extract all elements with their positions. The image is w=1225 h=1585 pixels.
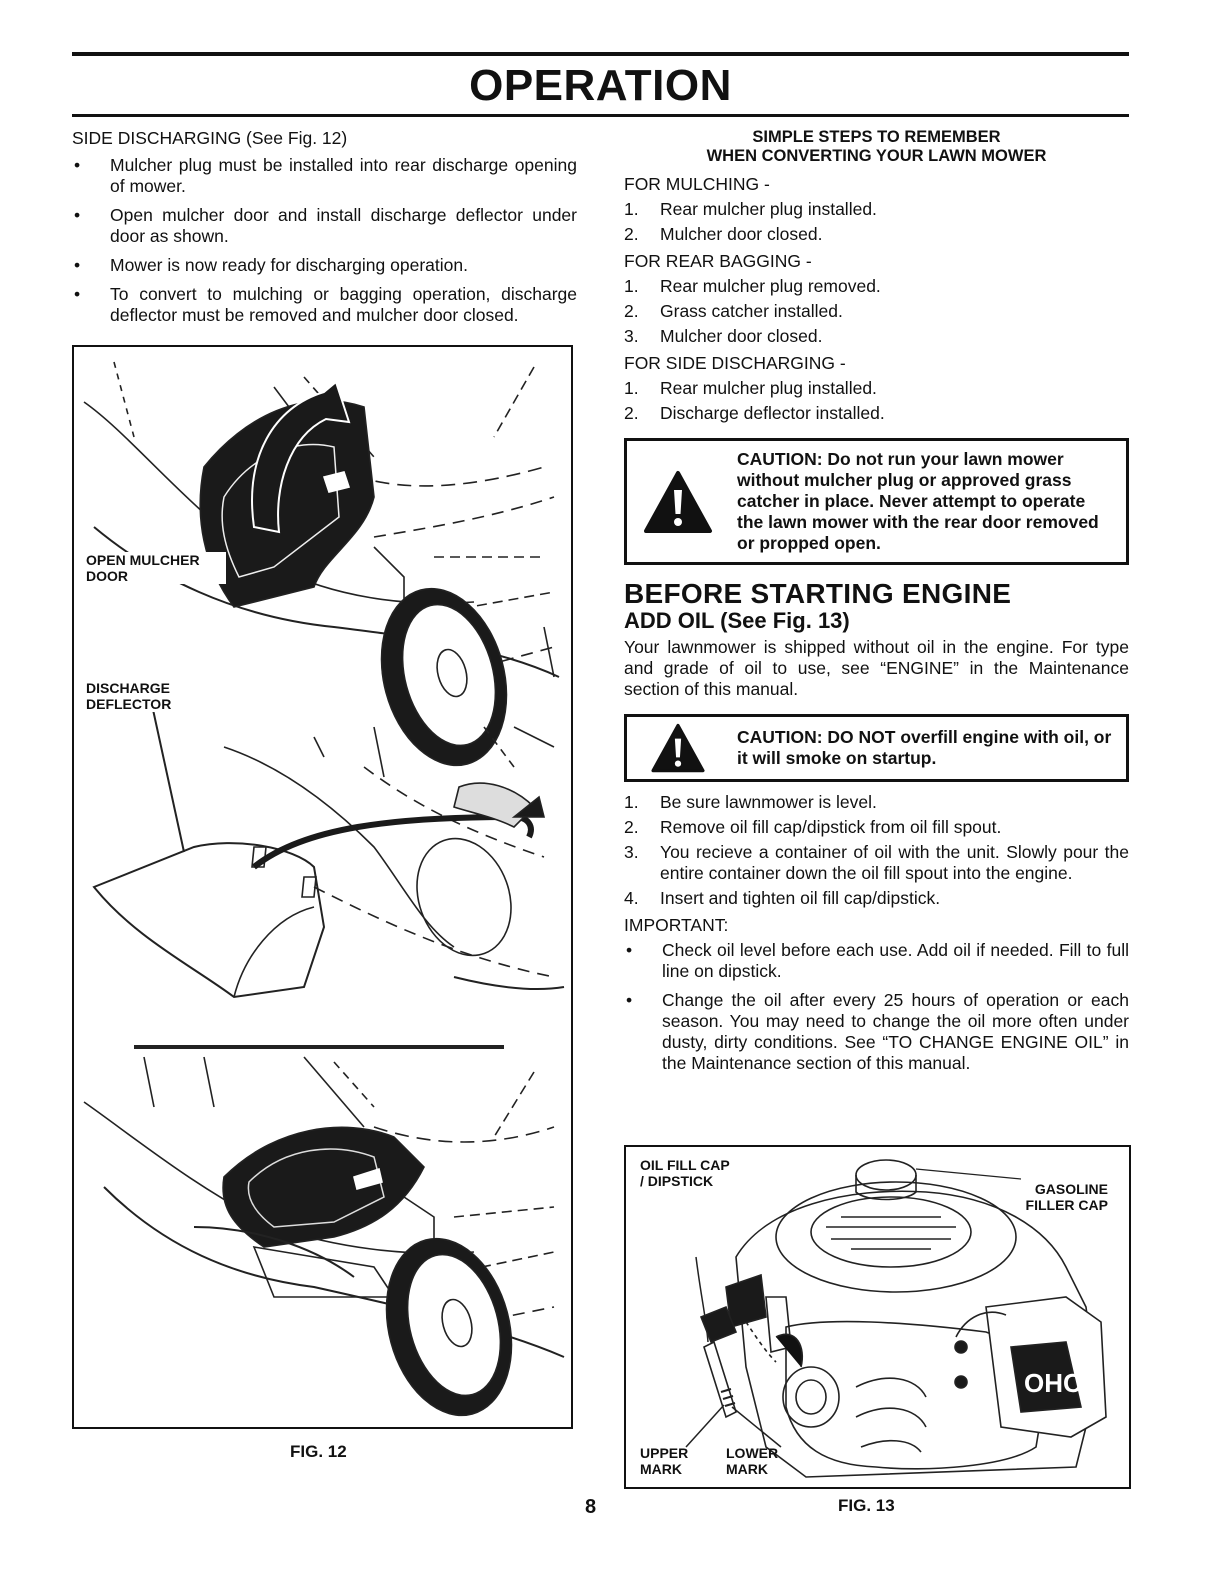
discharge-deflector-label: DISCHARGE DEFLECTOR (86, 680, 236, 712)
caution-box-mulcher: CAUTION: Do not run your lawn mower with… (624, 438, 1129, 565)
mower-deflector-illustration (83, 361, 565, 1417)
left-column: SIDE DISCHARGING (See Fig. 12) •Mulcher … (72, 128, 577, 334)
add-oil-text: Your lawnmower is shipped without oil in… (624, 637, 1129, 699)
before-starting-heading: BEFORE STARTING ENGINE (624, 578, 1012, 609)
important-label: IMPORTANT: (624, 915, 729, 935)
warning-triangle-icon (651, 723, 705, 773)
list-item: 1.Rear mulcher plug installed. (624, 378, 877, 398)
page-number: 8 (585, 1496, 597, 1518)
fig-12-caption: FIG. 12 (290, 1442, 347, 1461)
warning-triangle-icon (644, 470, 712, 533)
engine-ohc-mark: OHC (1024, 1368, 1082, 1398)
mulching-title: FOR MULCHING - (624, 174, 770, 194)
caution-text: CAUTION: Do not run your lawn mower with… (737, 449, 1099, 553)
side-discharging-title: FOR SIDE DISCHARGING - (624, 353, 846, 373)
engine-illustration: OHC (685, 1159, 1107, 1478)
caution-text: CAUTION: DO NOT overfill engine with oil… (737, 727, 1112, 768)
gasoline-filler-cap-label: GASOLINE FILLER CAP (1025, 1181, 1108, 1213)
bagging-title: FOR REAR BAGGING - (624, 251, 812, 271)
list-item: •Open mulcher door and install discharge… (74, 205, 577, 246)
list-item: 2.Discharge deflector installed. (624, 403, 885, 423)
fig-13-caption: FIG. 13 (838, 1496, 895, 1515)
list-item: 3.Mulcher door closed. (624, 326, 823, 346)
page-title: OPERATION (469, 61, 732, 110)
title-underline (72, 114, 1129, 117)
right-column: SIMPLE STEPS TO REMEMBER WHEN CONVERTING… (624, 128, 1129, 1082)
list-item: 1.Rear mulcher plug removed. (624, 276, 881, 296)
upper-mark-label: UPPER MARK (640, 1445, 689, 1477)
list-item: •Check oil level before each use. Add oi… (626, 940, 1129, 981)
side-discharging-heading: SIDE DISCHARGING (See Fig. 12) (72, 128, 348, 148)
steps-heading: SIMPLE STEPS TO REMEMBER WHEN CONVERTING… (706, 128, 1047, 165)
list-item: 3.You recieve a container of oil with th… (624, 842, 1129, 883)
top-rule (72, 52, 1129, 56)
list-item: •Mower is now ready for discharging oper… (74, 255, 468, 275)
lower-mark-label: LOWER MARK (726, 1445, 779, 1477)
list-item: 4.Insert and tighten oil fill cap/dipsti… (624, 888, 941, 908)
list-item: 2.Grass catcher installed. (624, 301, 843, 321)
oil-fill-cap-label: OIL FILL CAP / DIPSTICK (640, 1157, 730, 1189)
caution-box-overfill: CAUTION: DO NOT overfill engine with oil… (624, 714, 1129, 782)
add-oil-heading: ADD OIL (See Fig. 13) (624, 608, 850, 633)
figure-12: OPEN MULCHER DOOR DISCHARGE DEFLECTOR (72, 345, 573, 1429)
figure-13: OHC OIL FILL CAP / DIPSTICK GASOLINE FIL… (624, 1145, 1131, 1489)
list-item: •Change the oil after every 25 hours of … (626, 990, 1129, 1073)
list-item: 2.Mulcher door closed. (624, 224, 823, 244)
list-item: 2.Remove oil fill cap/dipstick from oil … (624, 817, 1002, 837)
list-item: •Mulcher plug must be installed into rea… (74, 155, 577, 196)
list-item: 1.Be sure lawnmower is level. (624, 792, 877, 812)
list-item: 1.Rear mulcher plug installed. (624, 199, 877, 219)
list-item: •To convert to mulching or bagging opera… (74, 284, 577, 325)
open-mulcher-door-label: OPEN MULCHER DOOR (86, 552, 226, 584)
